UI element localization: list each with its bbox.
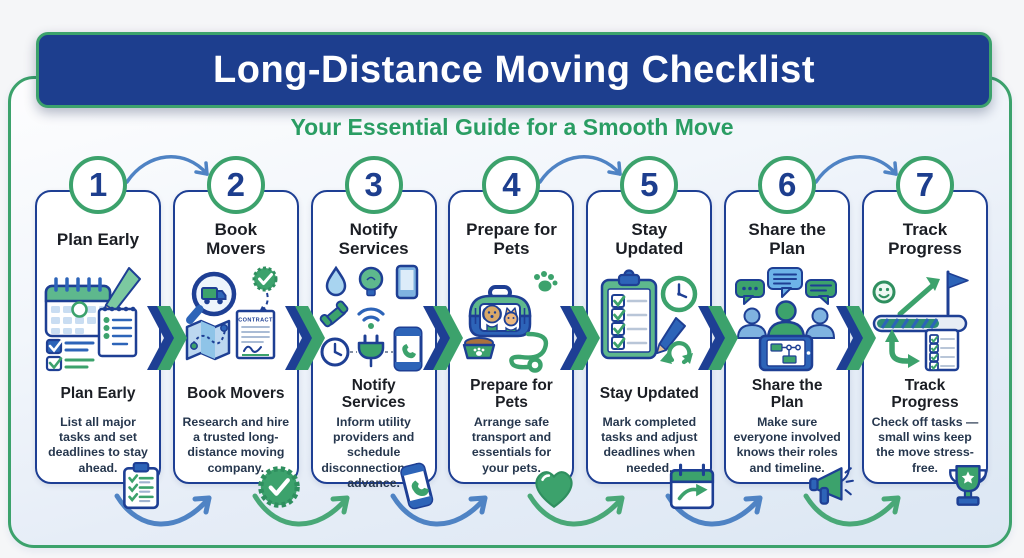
step-description: Mark completed tasks and adjust deadline… <box>601 415 698 475</box>
megaphone-icon <box>804 461 856 513</box>
step-title-repeat: Share the Plan <box>751 376 823 411</box>
next-step-chevron-icon <box>697 302 739 374</box>
step-title: Share the Plan <box>748 220 826 258</box>
step-title: Notify Services <box>338 220 409 258</box>
step-title: Track Progress <box>888 220 962 258</box>
trophy-icon <box>942 461 994 513</box>
step-title: Prepare for Pets <box>466 220 557 258</box>
flow-arc-arrow-icon <box>249 486 361 538</box>
step-description: Research and hire a trusted long-distanc… <box>182 415 290 475</box>
progress-tracking-icon <box>869 264 981 374</box>
next-step-chevron-icon <box>559 302 601 374</box>
next-step-chevron-icon <box>422 302 464 374</box>
step-title-repeat: Notify Services <box>341 376 406 411</box>
step-description: List all major tasks and set deadlines t… <box>48 415 148 475</box>
phone-call-icon <box>391 461 443 513</box>
step-number-circle: 1 <box>69 156 127 214</box>
step-title: Book Movers <box>206 220 266 258</box>
step-number-circle: 2 <box>206 156 265 214</box>
step-number: 4 <box>502 166 521 203</box>
calendar-planning-icon <box>42 264 154 374</box>
step-title-repeat: Stay Updated <box>599 385 699 403</box>
svg-text:CONTRACT: CONTRACT <box>238 318 273 324</box>
next-step-chevron-icon <box>146 302 188 374</box>
heart-icon <box>528 461 580 513</box>
step-description: Make sure everyone involved knows their … <box>733 415 841 475</box>
top-curve-arrow-icon <box>536 146 628 188</box>
pet-carrier-icon <box>455 264 567 374</box>
utilities-grid-icon <box>318 264 430 374</box>
step-title: Stay Updated <box>615 220 684 258</box>
team-communication-icon <box>731 264 843 374</box>
movers-search-contract-icon: CONTRACT <box>180 264 292 374</box>
clipboard-checklist-icon <box>115 461 167 513</box>
top-curve-arrow-icon <box>812 146 904 188</box>
step-number: 6 <box>777 166 797 203</box>
step-title-repeat: Plan Early <box>60 385 136 403</box>
step-description: Arrange safe transport and essentials fo… <box>471 415 552 475</box>
step-number-circle: 4 <box>482 156 541 214</box>
step-number-circle: 3 <box>344 156 403 214</box>
step-number: 1 <box>88 166 108 203</box>
step-number-circle: 5 <box>620 156 679 214</box>
top-curve-arrow-icon <box>123 146 215 188</box>
step-number: 2 <box>226 166 245 203</box>
step-number: 3 <box>364 166 383 203</box>
flow-arc-arrow-icon <box>524 486 636 538</box>
next-step-chevron-icon <box>284 302 326 374</box>
step-title: Plan Early <box>56 229 140 249</box>
step-description: Inform utility providers and schedule di… <box>321 415 426 490</box>
page-title: Long-Distance Moving Checklist <box>213 48 815 91</box>
verified-seal-icon <box>253 461 305 513</box>
step-number: 5 <box>640 166 659 203</box>
step-title-repeat: Track Progress <box>891 376 959 411</box>
page-subtitle: Your Essential Guide for a Smooth Move <box>290 114 734 140</box>
step-description: Check off tasks — small wins keep the mo… <box>871 415 979 475</box>
flow-arc-arrow-icon <box>800 486 912 538</box>
step-title-repeat: Prepare for Pets <box>470 376 553 411</box>
step-number-circle: 7 <box>895 156 954 214</box>
step-title-repeat: Book Movers <box>187 385 285 403</box>
calendar-share-icon <box>666 461 718 513</box>
step-number-circle: 6 <box>758 156 817 214</box>
title-banner: Long-Distance Moving Checklist <box>36 32 992 108</box>
step-number: 7 <box>915 166 935 203</box>
flow-arc-arrow-icon <box>387 486 499 538</box>
next-step-chevron-icon <box>835 302 877 374</box>
checklist-clock-icon <box>593 264 705 374</box>
